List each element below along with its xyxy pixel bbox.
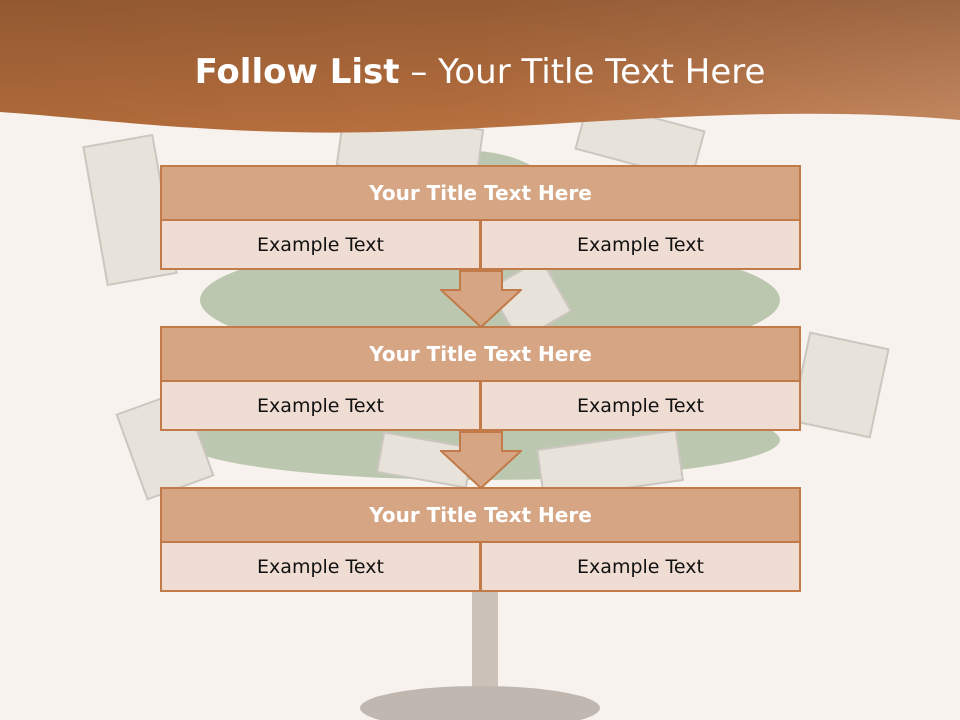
step-cell-left: Example Text	[160, 543, 481, 592]
step-cell-right: Example Text	[481, 543, 801, 592]
step-row: Example Text Example Text	[160, 382, 801, 431]
step-row: Example Text Example Text	[160, 543, 801, 592]
step-title: Your Title Text Here	[160, 165, 801, 221]
step-cell-left: Example Text	[160, 382, 481, 431]
step-cell-right: Example Text	[481, 382, 801, 431]
slide-title-bold: Follow List	[194, 52, 400, 92]
step-cell-right: Example Text	[481, 221, 801, 270]
step-title: Your Title Text Here	[160, 326, 801, 382]
step-title: Your Title Text Here	[160, 487, 801, 543]
down-arrow-icon	[440, 270, 522, 328]
step-box-2: Your Title Text Here Example Text Exampl…	[160, 326, 801, 431]
step-cell-left: Example Text	[160, 221, 481, 270]
step-box-3: Your Title Text Here Example Text Exampl…	[160, 487, 801, 592]
step-row: Example Text Example Text	[160, 221, 801, 270]
slide-title: Follow List – Your Title Text Here	[0, 52, 960, 92]
step-box-1: Your Title Text Here Example Text Exampl…	[160, 165, 801, 270]
down-arrow-icon	[440, 431, 522, 489]
slide-title-rest: – Your Title Text Here	[399, 52, 766, 92]
